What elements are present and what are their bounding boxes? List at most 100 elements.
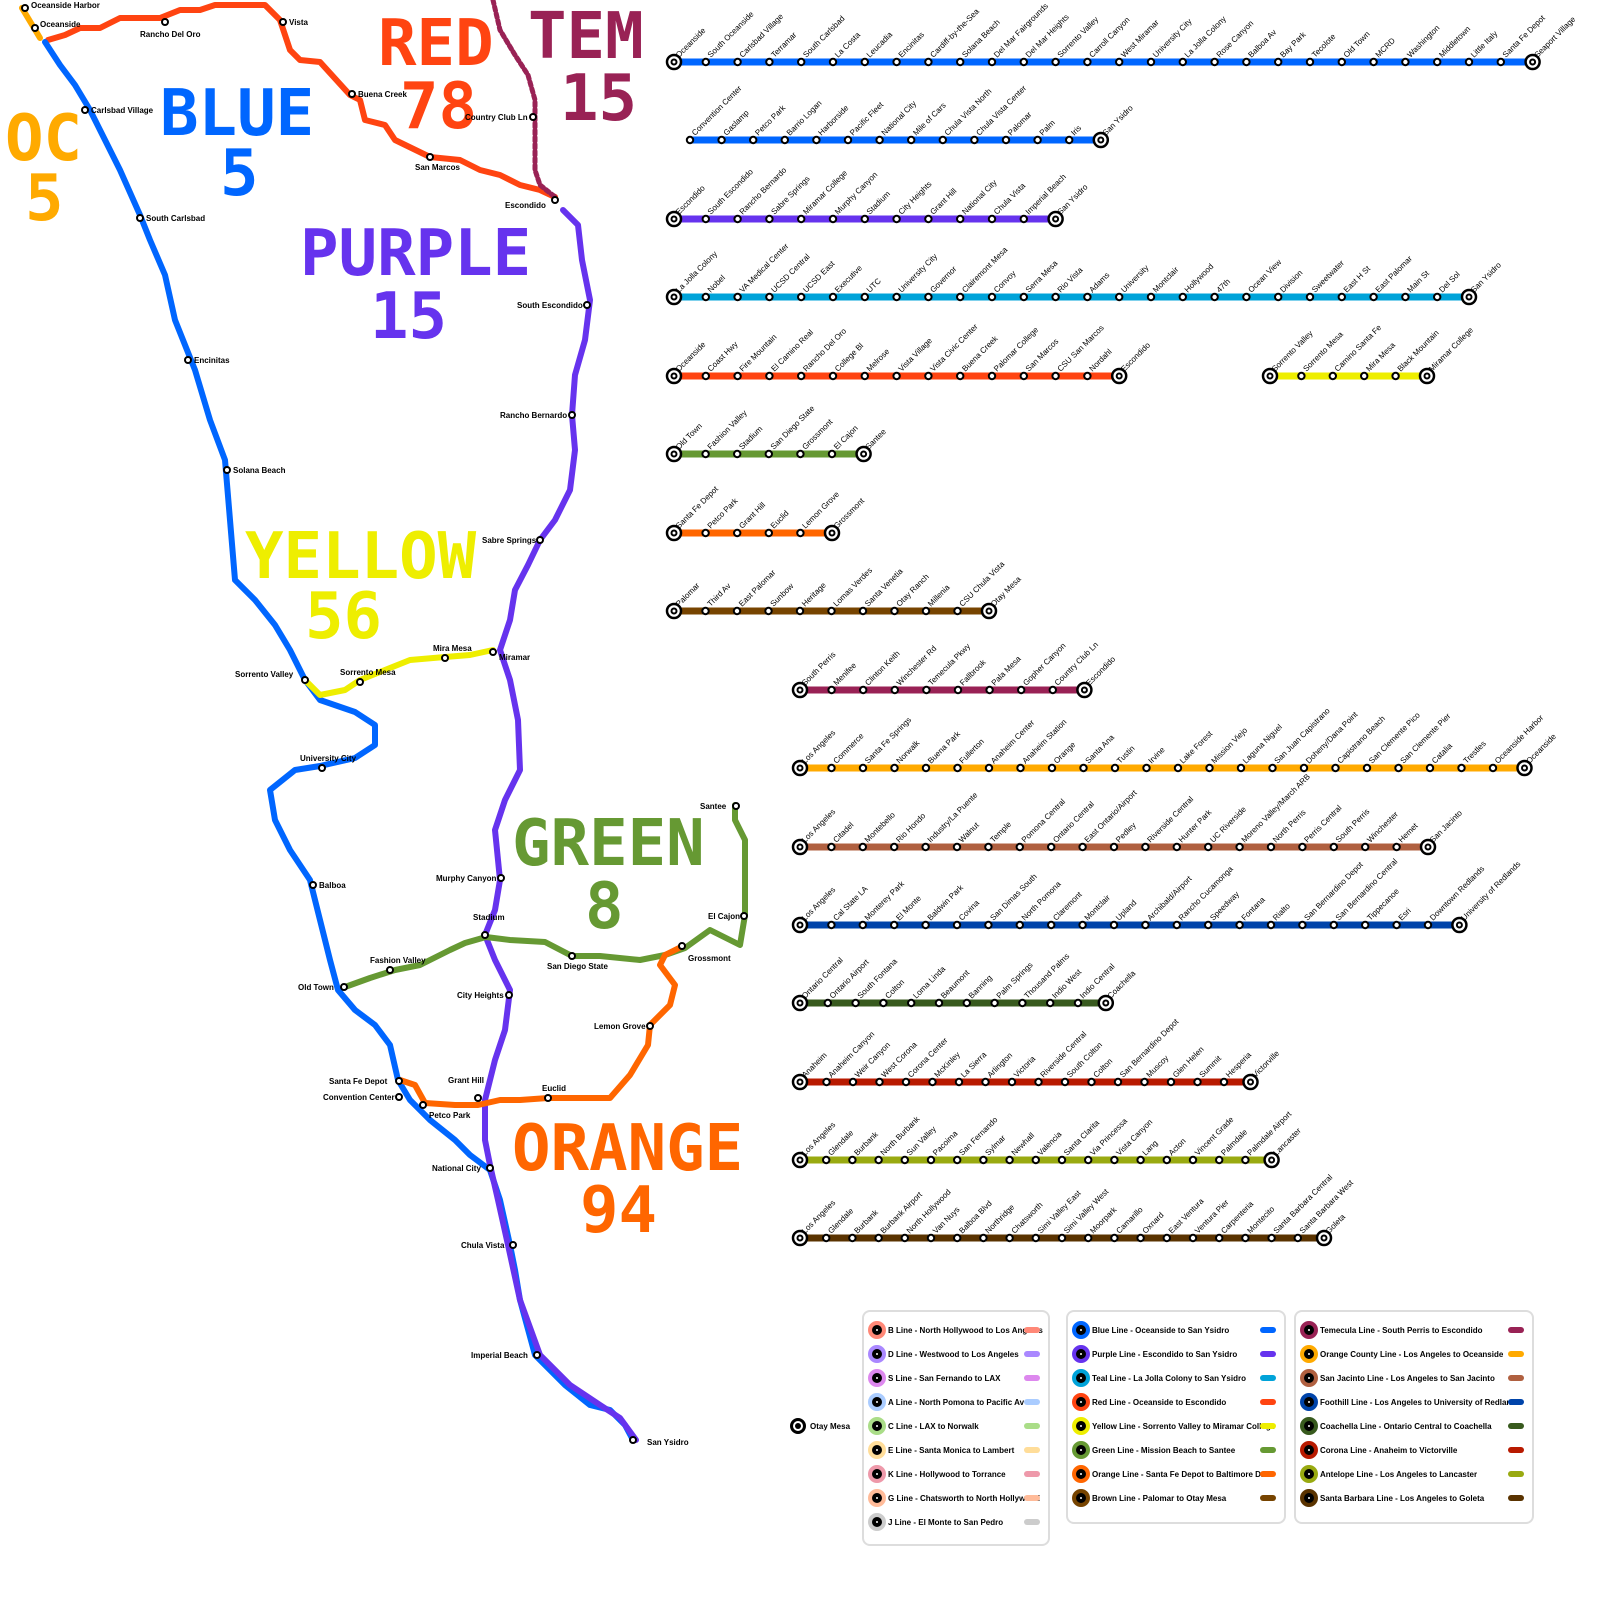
station-marker[interactable] — [733, 292, 742, 302]
station-marker[interactable] — [984, 842, 993, 852]
station-marker[interactable] — [765, 292, 774, 302]
station-marker[interactable] — [859, 685, 868, 695]
station-marker[interactable] — [1016, 763, 1025, 773]
station-marker[interactable] — [858, 606, 868, 616]
station-marker[interactable] — [1162, 1233, 1172, 1243]
station-marker[interactable] — [953, 685, 963, 695]
station-marker[interactable] — [1048, 685, 1058, 695]
station-marker[interactable] — [848, 1233, 857, 1243]
station-marker[interactable] — [874, 1155, 883, 1165]
station-marker[interactable] — [953, 763, 962, 773]
map-station-marker[interactable] — [489, 648, 497, 656]
station-marker[interactable] — [764, 449, 773, 459]
station-marker[interactable] — [1266, 920, 1276, 930]
station-marker[interactable] — [890, 685, 899, 695]
station-marker[interactable] — [921, 920, 930, 930]
map-station-marker[interactable] — [279, 18, 287, 26]
station-marker[interactable] — [987, 214, 997, 224]
station-marker[interactable] — [822, 1233, 831, 1243]
map-station-marker[interactable] — [529, 113, 537, 121]
map-station-marker[interactable] — [533, 1351, 541, 1359]
station-marker[interactable] — [1360, 371, 1369, 381]
station-marker[interactable] — [1204, 842, 1213, 852]
station-marker[interactable] — [907, 135, 916, 145]
station-marker[interactable] — [827, 842, 836, 852]
map-station-marker[interactable] — [646, 1022, 654, 1030]
map-station-marker[interactable] — [551, 196, 559, 204]
station-marker[interactable] — [827, 920, 836, 930]
station-marker[interactable] — [733, 214, 742, 224]
map-station-marker[interactable] — [223, 466, 231, 474]
station-marker[interactable] — [1298, 920, 1307, 930]
station-marker[interactable] — [764, 606, 773, 616]
station-marker[interactable] — [1005, 1155, 1014, 1165]
station-marker[interactable] — [953, 1155, 962, 1165]
station-marker[interactable] — [1115, 57, 1124, 67]
station-marker[interactable] — [984, 920, 993, 930]
station-marker[interactable] — [796, 528, 805, 538]
station-marker[interactable] — [860, 371, 869, 381]
station-marker[interactable] — [970, 135, 979, 145]
station-marker[interactable] — [900, 1155, 909, 1165]
station-marker[interactable] — [860, 57, 869, 67]
station-marker[interactable] — [1329, 920, 1339, 930]
station-marker[interactable] — [1113, 1077, 1123, 1087]
station-marker[interactable] — [874, 1233, 883, 1243]
station-marker[interactable] — [1235, 920, 1244, 930]
station-marker[interactable] — [701, 214, 710, 224]
station-marker[interactable] — [1298, 842, 1307, 852]
station-marker[interactable] — [1146, 57, 1156, 67]
station-marker[interactable] — [934, 998, 944, 1008]
station-marker[interactable] — [1083, 371, 1092, 381]
station-marker[interactable] — [1361, 920, 1370, 930]
station-marker[interactable] — [1019, 214, 1028, 224]
station-marker[interactable] — [1146, 292, 1156, 302]
station-marker[interactable] — [1083, 57, 1092, 67]
map-station-marker[interactable] — [732, 802, 740, 810]
map-station-marker[interactable] — [583, 301, 591, 309]
station-marker[interactable] — [1242, 292, 1251, 302]
station-marker[interactable] — [764, 528, 773, 538]
station-marker[interactable] — [733, 371, 742, 381]
map-station-marker[interactable] — [348, 90, 356, 98]
station-marker[interactable] — [901, 1077, 911, 1087]
station-marker[interactable] — [921, 606, 931, 616]
station-marker[interactable] — [1496, 57, 1506, 67]
station-marker[interactable] — [1241, 1155, 1250, 1165]
station-marker[interactable] — [1051, 292, 1060, 302]
station-marker[interactable] — [890, 606, 899, 616]
station-marker[interactable] — [685, 135, 695, 145]
station-marker[interactable] — [981, 1077, 990, 1087]
station-marker[interactable] — [1235, 842, 1244, 852]
station-marker[interactable] — [907, 998, 916, 1008]
station-marker[interactable] — [701, 606, 710, 616]
station-marker[interactable] — [875, 1077, 884, 1087]
station-marker[interactable] — [1215, 1233, 1224, 1243]
station-marker[interactable] — [1141, 920, 1150, 930]
station-marker[interactable] — [1188, 1155, 1198, 1165]
station-marker[interactable] — [1073, 998, 1083, 1008]
station-marker[interactable] — [1110, 1233, 1119, 1243]
station-marker[interactable] — [1019, 292, 1028, 302]
station-marker[interactable] — [796, 449, 805, 459]
station-marker[interactable] — [701, 449, 710, 459]
station-marker[interactable] — [922, 685, 931, 695]
station-marker[interactable] — [892, 371, 901, 381]
station-marker[interactable] — [1193, 1077, 1202, 1087]
station-marker[interactable] — [1109, 920, 1119, 930]
map-station-marker[interactable] — [441, 654, 449, 662]
station-marker[interactable] — [827, 606, 836, 616]
station-marker[interactable] — [1293, 1233, 1303, 1243]
station-marker[interactable] — [1136, 1155, 1145, 1165]
station-marker[interactable] — [1046, 998, 1055, 1008]
station-marker[interactable] — [1047, 920, 1056, 930]
map-station-marker[interactable] — [568, 952, 576, 960]
station-marker[interactable] — [797, 57, 806, 67]
station-marker[interactable] — [827, 449, 837, 459]
station-marker[interactable] — [1242, 57, 1251, 67]
station-marker[interactable] — [890, 842, 899, 852]
station-marker[interactable] — [828, 57, 838, 67]
station-marker[interactable] — [1329, 842, 1339, 852]
station-marker[interactable] — [1115, 292, 1124, 302]
station-marker[interactable] — [851, 998, 860, 1008]
